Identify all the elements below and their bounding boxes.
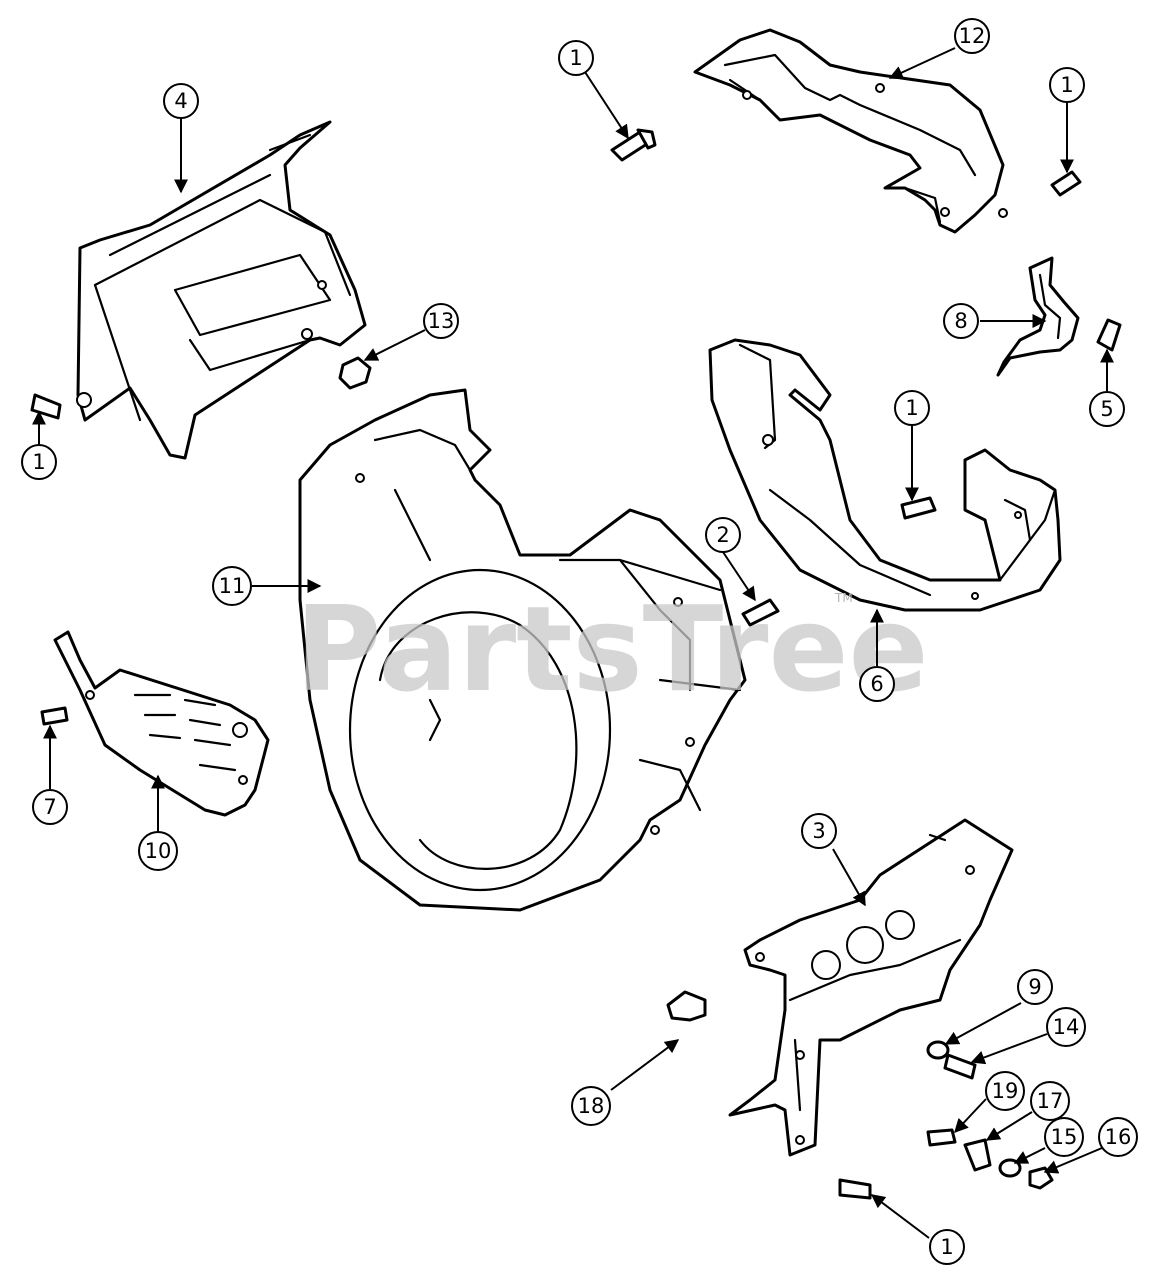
svg-text:5: 5	[1100, 397, 1113, 421]
callout-8: 8	[943, 303, 979, 339]
svg-text:1: 1	[1060, 73, 1073, 97]
part-6-shroud	[708, 338, 1062, 612]
svg-text:4: 4	[174, 89, 187, 113]
part-4-shroud	[76, 120, 367, 460]
callout-10: 10	[138, 831, 178, 871]
callout-17: 17	[1030, 1081, 1070, 1121]
svg-text:15: 15	[1051, 1125, 1078, 1149]
part-3-panel	[728, 818, 1014, 1157]
svg-text:12: 12	[959, 24, 986, 48]
svg-text:3: 3	[812, 819, 825, 843]
callout-6: 6	[859, 666, 895, 702]
part-10-plate	[53, 630, 270, 817]
hardware	[30, 128, 1122, 1200]
svg-text:11: 11	[219, 574, 246, 598]
svg-text:19: 19	[992, 1079, 1019, 1103]
svg-text:1: 1	[569, 46, 582, 70]
callout-14: 14	[1046, 1007, 1086, 1047]
callout-1-left: 1	[21, 444, 57, 480]
svg-text:18: 18	[578, 1094, 605, 1118]
part-8-clip	[996, 256, 1080, 377]
leader-lines	[32, 47, 1114, 1239]
callout-3: 3	[801, 813, 837, 849]
svg-text:6: 6	[870, 672, 883, 696]
callout-1-center-right: 1	[894, 390, 930, 426]
svg-text:1: 1	[940, 1235, 953, 1259]
callouts: 1 12 1 4 13 1 8 5 1 2 11 6 7 10 3 9 14 1…	[21, 18, 1138, 1265]
callout-2: 2	[705, 517, 741, 553]
callout-12: 12	[954, 18, 990, 54]
callout-7: 7	[32, 789, 68, 825]
part-11-blower-housing	[298, 388, 747, 912]
part-12-bracket	[693, 28, 1008, 234]
callout-19: 19	[985, 1071, 1025, 1111]
svg-text:14: 14	[1053, 1015, 1080, 1039]
watermark-trademark: TM	[834, 591, 853, 605]
callout-5: 5	[1089, 391, 1125, 427]
callout-11: 11	[212, 566, 252, 606]
svg-text:10: 10	[145, 839, 172, 863]
svg-text:2: 2	[716, 523, 729, 547]
callout-15: 15	[1044, 1117, 1084, 1157]
callout-16: 16	[1098, 1117, 1138, 1157]
callout-1-top: 1	[558, 40, 594, 76]
svg-text:7: 7	[43, 795, 56, 819]
callout-1-top-right: 1	[1049, 67, 1085, 103]
svg-text:13: 13	[428, 309, 455, 333]
svg-text:9: 9	[1028, 975, 1041, 999]
svg-text:17: 17	[1037, 1089, 1064, 1113]
callout-9: 9	[1017, 969, 1053, 1005]
callout-1-bottom: 1	[929, 1229, 965, 1265]
svg-text:1: 1	[905, 396, 918, 420]
watermark: PartsTree	[295, 580, 929, 718]
callout-18: 18	[571, 1086, 611, 1126]
svg-text:8: 8	[954, 309, 967, 333]
callout-13: 13	[423, 303, 459, 339]
svg-text:16: 16	[1105, 1125, 1132, 1149]
callout-4: 4	[163, 83, 199, 119]
svg-text:1: 1	[32, 450, 45, 474]
